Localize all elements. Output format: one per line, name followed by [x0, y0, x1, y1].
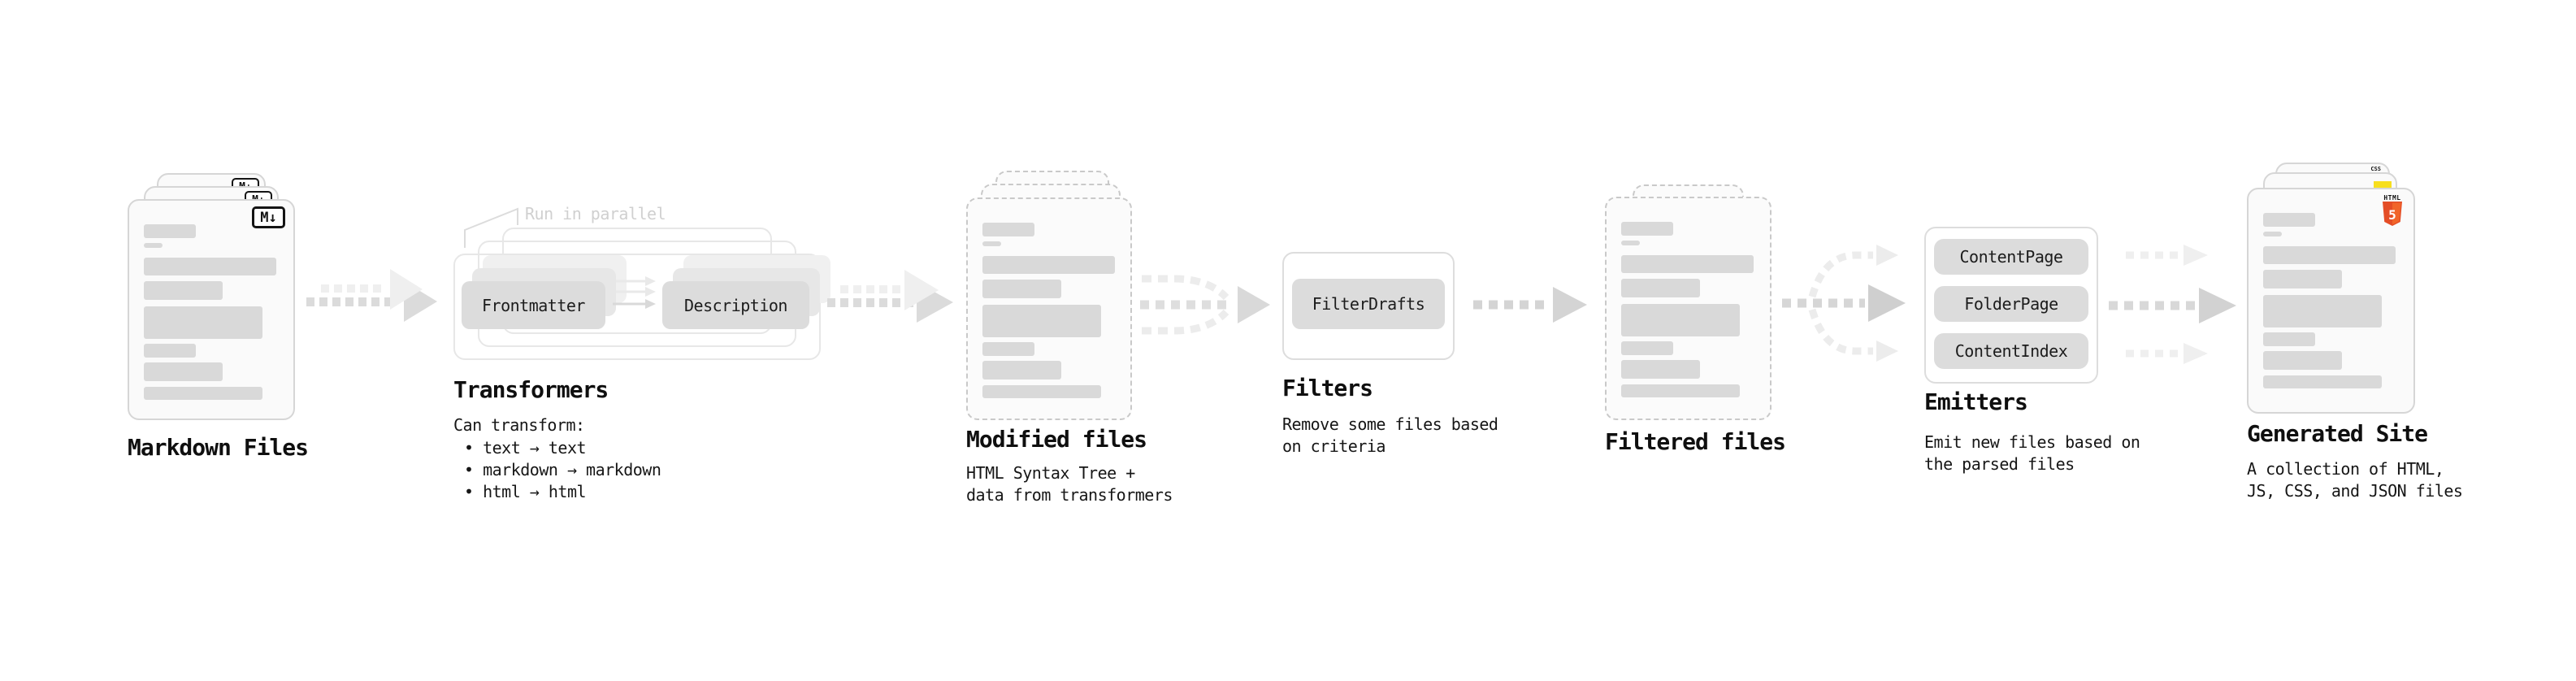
text-line-placeholder — [144, 224, 196, 238]
filters-caption: Remove some files based on criteria — [1282, 414, 1498, 456]
text-line-placeholder — [982, 280, 1061, 298]
text-line-placeholder — [2263, 246, 2396, 264]
text-line-placeholder — [982, 256, 1115, 274]
text-line-placeholder — [982, 223, 1034, 236]
emitters-caption: Emit new files based on the parsed files — [1924, 432, 2140, 474]
text-line-placeholder — [144, 258, 276, 275]
modified-files-caption: HTML Syntax Tree + data from transformer… — [966, 463, 1173, 505]
text-line-placeholder — [144, 243, 163, 248]
html5-icon-label: HTML — [2383, 194, 2401, 202]
transformers-bullet: • html → html — [464, 482, 587, 501]
modified-file-card-front — [966, 197, 1132, 420]
generated-file-card-front: HTML 5 — [2247, 188, 2415, 414]
transformers-bullet: • markdown → markdown — [464, 460, 661, 479]
arrow-filters-to-filtered — [1473, 287, 1587, 323]
text-line-placeholder — [144, 344, 196, 358]
arrow-transformers-to-modified — [827, 270, 953, 323]
text-line-placeholder — [144, 362, 223, 381]
frontmatter-chip: Frontmatter — [462, 281, 605, 329]
markdown-icon: M↓ — [252, 206, 285, 228]
contentpage-chip: ContentPage — [1934, 239, 2088, 275]
js-icon — [2374, 181, 2392, 189]
stage-title-transformers: Transformers — [453, 376, 609, 403]
html5-icon-number: 5 — [2388, 207, 2396, 223]
transformer-outline-front — [453, 254, 821, 360]
transformers-description-heading: Can transform: — [453, 415, 585, 435]
text-line-placeholder — [1621, 304, 1740, 336]
text-line-placeholder — [2263, 213, 2315, 227]
filtered-file-card-front — [1605, 197, 1772, 420]
text-line-placeholder — [982, 342, 1034, 356]
arrow-modified-to-filters — [1140, 275, 1270, 335]
contentindex-chip: ContentIndex — [1934, 333, 2088, 369]
markdown-file-card-front: M↓ — [128, 199, 295, 420]
text-line-placeholder — [2263, 351, 2342, 370]
stage-title-filters: Filters — [1282, 375, 1373, 401]
stage-title-markdown-files: Markdown Files — [128, 434, 309, 461]
text-line-placeholder — [1621, 279, 1700, 297]
filterdrafts-chip: FilterDrafts — [1292, 279, 1445, 329]
folderpage-chip: FolderPage — [1934, 286, 2088, 322]
parallel-arrows-icon — [613, 276, 656, 309]
text-line-placeholder — [1621, 384, 1740, 397]
text-line-placeholder — [2263, 375, 2382, 388]
run-in-parallel-note: Run in parallel — [525, 204, 666, 223]
arrow-emitters-to-generated — [2109, 245, 2236, 364]
transformers-bullet: • text → text — [464, 438, 587, 458]
text-line-placeholder — [144, 281, 223, 300]
text-line-placeholder — [144, 306, 262, 339]
text-line-placeholder — [1621, 241, 1640, 245]
text-line-placeholder — [144, 387, 262, 400]
text-line-placeholder — [1621, 360, 1700, 379]
html5-icon: HTML 5 — [2380, 194, 2405, 229]
text-line-placeholder — [982, 241, 1001, 246]
text-line-placeholder — [2263, 332, 2315, 346]
text-line-placeholder — [982, 305, 1101, 337]
arrow-markdown-to-transformers — [306, 269, 437, 322]
text-line-placeholder — [2263, 232, 2282, 236]
stage-title-emitters: Emitters — [1924, 388, 2028, 415]
run-in-parallel-leader-line — [464, 207, 518, 248]
text-line-placeholder — [982, 361, 1061, 380]
text-line-placeholder — [1621, 222, 1673, 236]
description-chip: Description — [662, 281, 809, 329]
text-line-placeholder — [982, 385, 1101, 398]
generated-site-caption: A collection of HTML, JS, CSS, and JSON … — [2247, 459, 2463, 501]
arrow-filtered-to-emitters — [1782, 245, 1906, 362]
text-line-placeholder — [2263, 295, 2382, 327]
text-line-placeholder — [1621, 255, 1754, 273]
text-line-placeholder — [2263, 270, 2342, 288]
stage-title-modified-files: Modified files — [966, 426, 1147, 453]
stage-title-generated-site: Generated Site — [2247, 420, 2428, 447]
stage-title-filtered-files: Filtered files — [1605, 428, 1786, 455]
text-line-placeholder — [1621, 341, 1673, 355]
